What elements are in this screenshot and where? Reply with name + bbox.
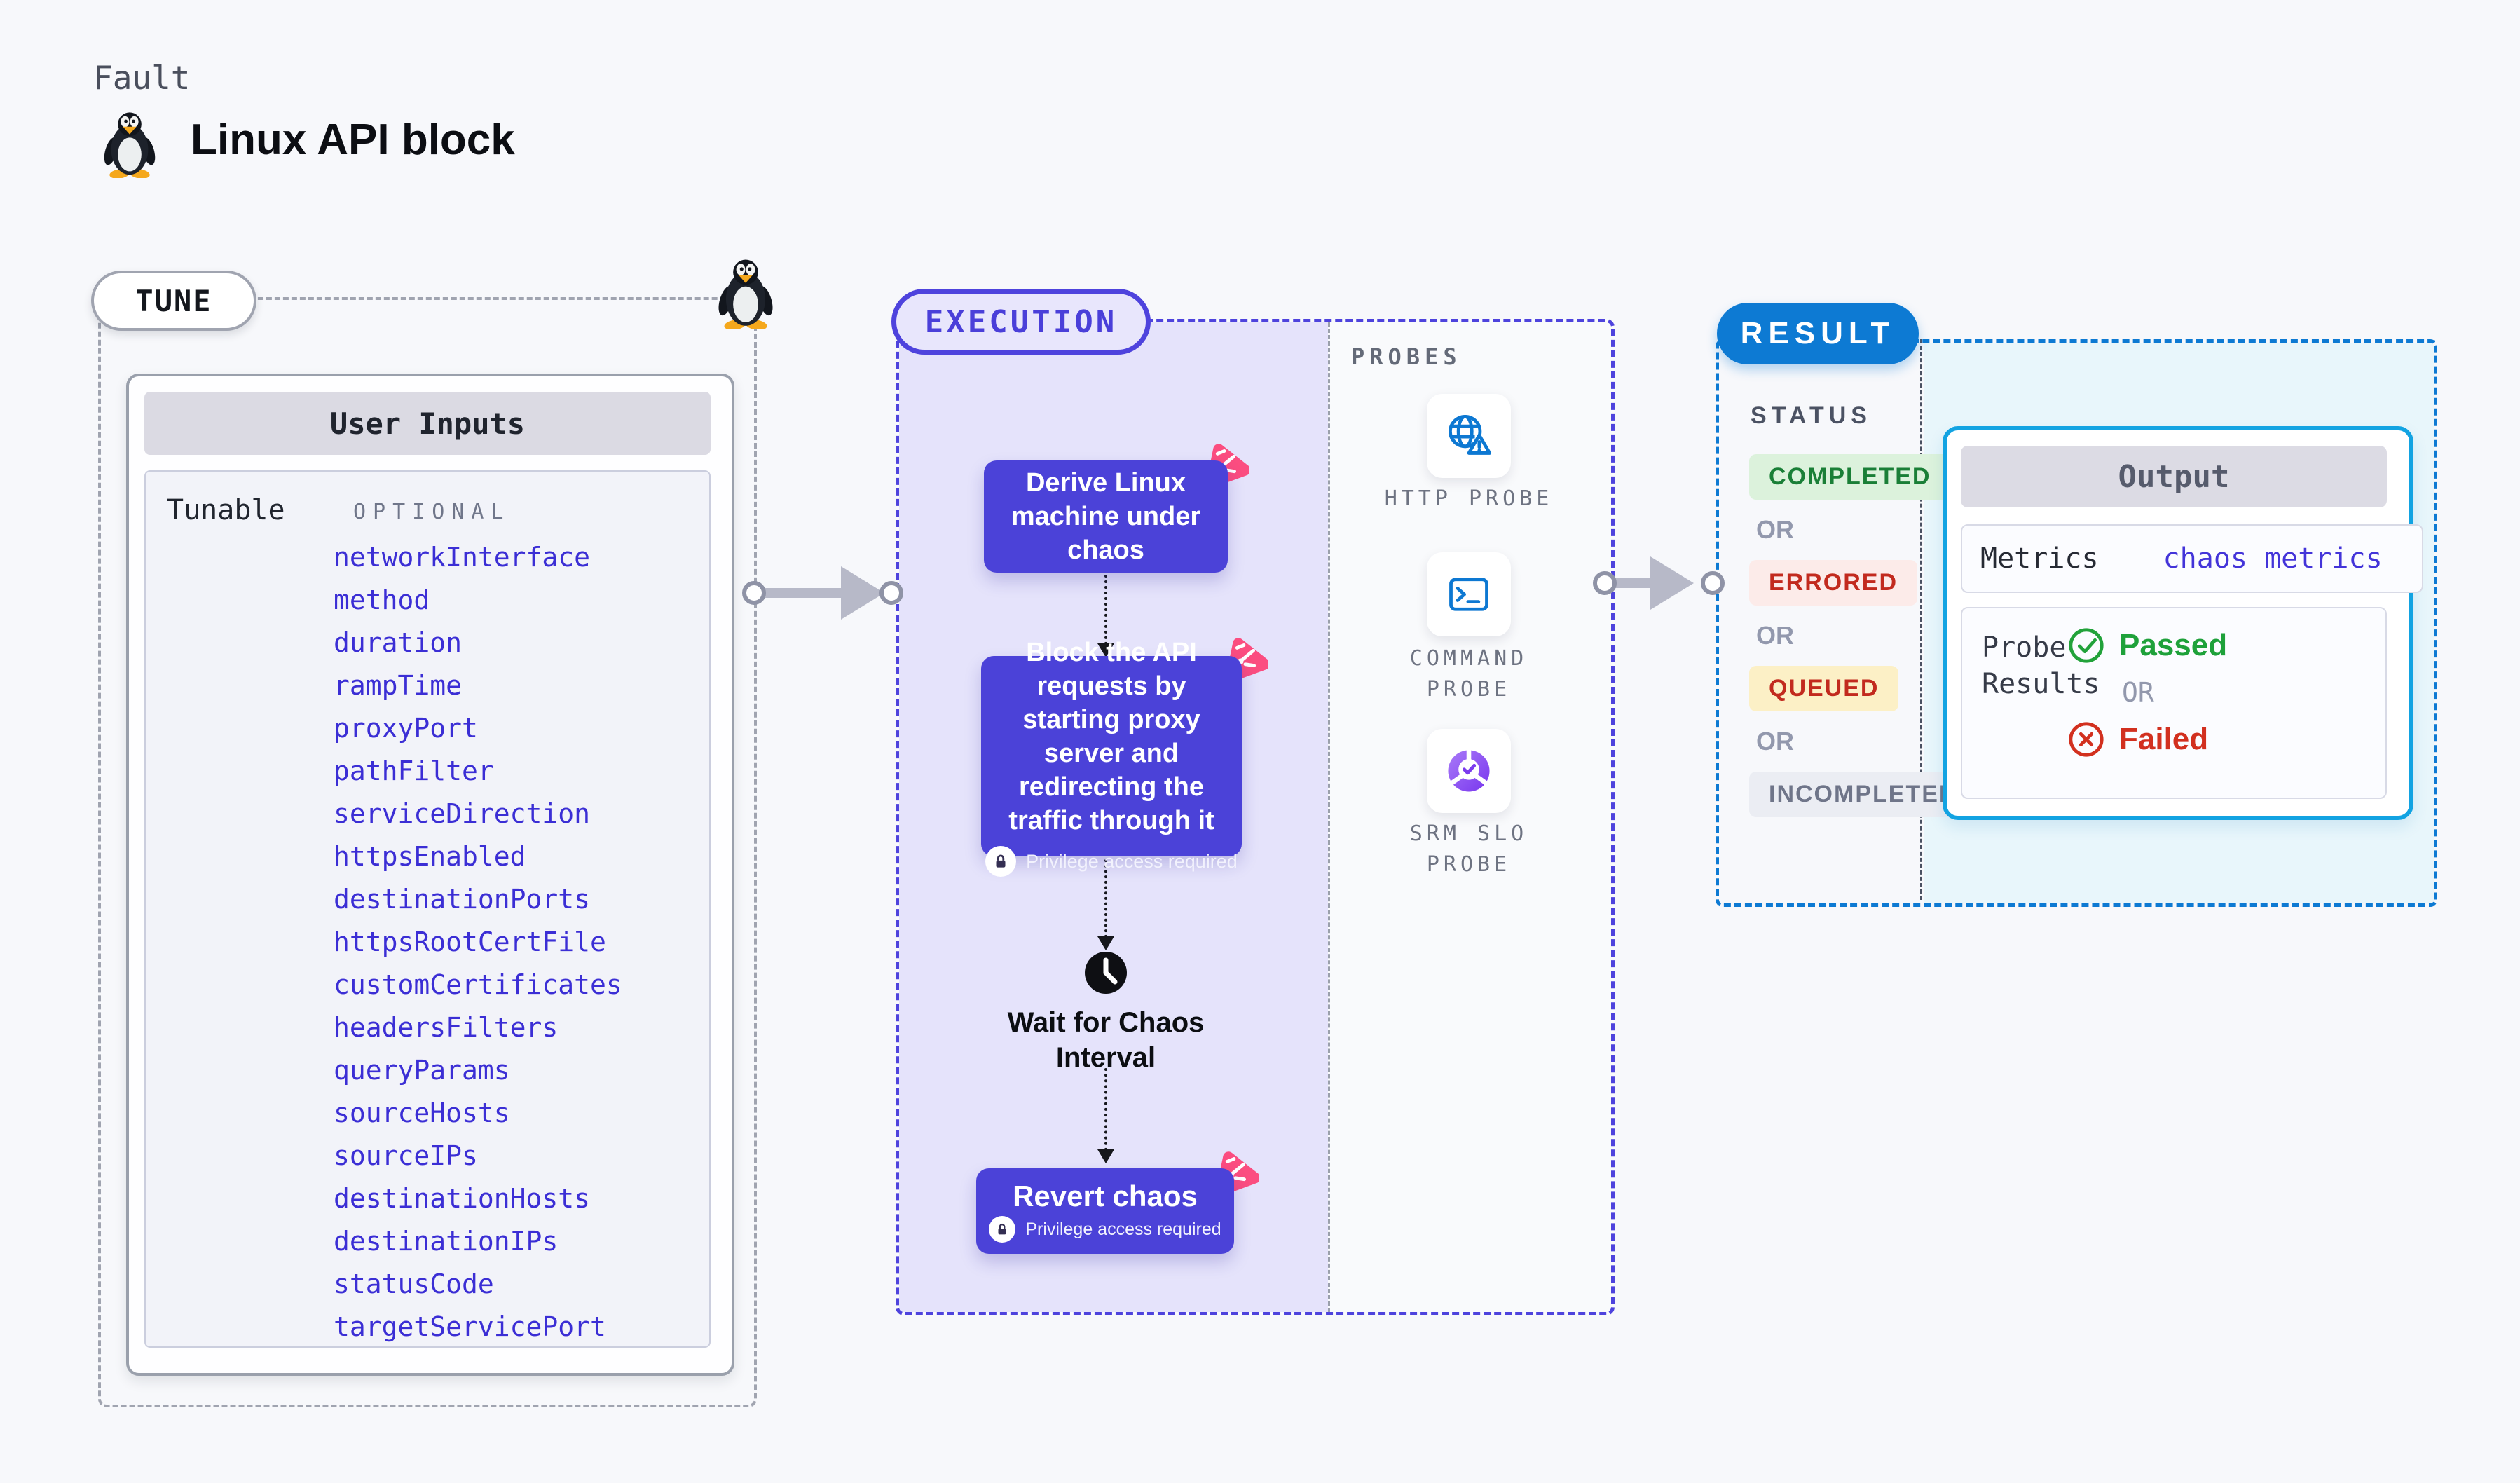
param-item: sourceIPs (334, 1140, 478, 1171)
srm-slo-probe-label: SRM SLO PROBE (1409, 821, 1528, 877)
dotted-connector (1104, 1068, 1107, 1151)
param-item: destinationPorts (334, 884, 591, 915)
step-label: Derive Linux machine under chaos (1011, 468, 1201, 565)
param-item: serviceDirection (334, 798, 591, 829)
status-queued-badge: QUEUED (1749, 666, 1899, 711)
srm-slo-probe-card (1427, 729, 1511, 813)
http-probe-card (1427, 394, 1511, 478)
status-errored-badge: ERRORED (1749, 560, 1918, 606)
command-probe-label: COMMAND PROBE (1409, 646, 1528, 702)
param-item: destinationHosts (334, 1183, 591, 1214)
status-incompleted-badge: INCOMPLETED (1749, 772, 1978, 817)
param-item: customCertificates (334, 969, 622, 1000)
globe-alert-icon (1449, 414, 1492, 455)
probe-results-label: Probe Results (1982, 631, 2100, 700)
fault-kicker: Fault (93, 59, 191, 97)
param-item: rampTime (334, 670, 463, 701)
or-label: OR (1756, 621, 1794, 650)
status-heading: STATUS (1751, 402, 1872, 429)
dotted-connector (1104, 575, 1107, 645)
param-item: httpsEnabled (334, 841, 526, 872)
tune-badge: TUNE (91, 271, 256, 331)
dotted-arrow-icon (1097, 936, 1114, 950)
param-item: networkInterface (334, 542, 591, 573)
dotted-arrow-icon (1097, 643, 1114, 657)
probes-separator (1328, 322, 1330, 1312)
clock-icon (1085, 952, 1127, 994)
param-item: httpsRootCertFile (334, 927, 606, 957)
step-derive-machine-node: Derive Linux machine under chaos (984, 460, 1228, 573)
or-label: OR (1756, 515, 1794, 544)
check-circle-icon (2069, 628, 2104, 663)
failed-label: Failed (2119, 722, 2209, 756)
http-probe-label: HTTP PROBE (1384, 486, 1554, 511)
param-list: networkInterface method duration rampTim… (334, 542, 622, 1342)
probe-results-row: Probe Results Passed OR Failed (1961, 607, 2387, 799)
param-item: pathFilter (334, 756, 494, 786)
param-item: duration (334, 627, 463, 658)
status-completed-badge: COMPLETED (1749, 454, 1951, 500)
privilege-badge: Privilege access required (989, 1216, 1221, 1243)
tune-section-box (98, 297, 757, 1407)
param-item: method (334, 585, 430, 615)
connector-port-icon (742, 581, 766, 605)
param-item: targetServicePort (334, 1311, 606, 1342)
param-item: headersFilters (334, 1012, 559, 1043)
user-inputs-card: User Inputs Tunable OPTIONAL networkInte… (126, 374, 734, 1376)
probes-heading: PROBES (1351, 343, 1462, 370)
dotted-connector (1104, 859, 1107, 938)
metrics-label: Metrics (1980, 542, 2099, 575)
outcome-failed: Failed (2067, 720, 2227, 758)
param-item: sourceHosts (334, 1098, 510, 1128)
metrics-value: chaos metrics (2163, 542, 2383, 575)
status-options: COMPLETED OR ERRORED OR QUEUED OR INCOMP… (1749, 454, 1978, 817)
or-label: OR (1756, 727, 1794, 756)
step-label: Revert chaos (1013, 1180, 1198, 1212)
lock-icon (985, 846, 1017, 877)
output-card: Output Metrics chaos metrics Probe Resul… (1943, 426, 2423, 820)
param-item: destinationIPs (334, 1226, 559, 1257)
connector-port-icon (1593, 571, 1617, 595)
terminal-icon (1449, 578, 1488, 611)
param-item: proxyPort (334, 713, 478, 744)
privilege-badge: Privilege access required (985, 846, 1238, 877)
optional-tag: OPTIONAL (353, 500, 511, 524)
lock-icon (989, 1216, 1016, 1243)
tux-penguin-corner-icon (716, 259, 775, 329)
metrics-row: Metrics chaos metrics (1961, 524, 2423, 593)
wait-for-chaos-label: Wait for Chaos Interval (1007, 1007, 1205, 1073)
tunable-label: Tunable (167, 494, 285, 526)
page-title: Linux API block (191, 116, 515, 164)
passed-label: Passed (2119, 628, 2228, 662)
user-inputs-title: User Inputs (144, 392, 711, 455)
command-probe-card (1427, 552, 1511, 636)
arrow-head-icon (841, 566, 884, 620)
probe-outcomes: Passed OR Failed (2067, 627, 2227, 758)
x-circle-icon (2069, 722, 2104, 757)
privilege-text: Privilege access required (1026, 850, 1238, 872)
or-label: OR (2122, 677, 2154, 708)
tux-penguin-icon (102, 112, 157, 178)
result-badge: RESULT (1717, 303, 1919, 364)
step-label: Block the API requests by starting proxy… (1008, 638, 1214, 835)
arrow-line (1611, 578, 1652, 588)
outcome-passed: Passed (2067, 627, 2227, 664)
output-title: Output (1961, 446, 2387, 507)
execution-badge: EXECUTION (891, 289, 1151, 355)
arrow-head-icon (1650, 556, 1694, 610)
connector-port-icon (879, 581, 903, 605)
slo-donut-icon (1448, 749, 1490, 792)
result-separator (1920, 339, 1922, 900)
privilege-text: Privilege access required (1025, 1219, 1221, 1239)
connector-port-icon (1701, 571, 1725, 595)
params-panel: Tunable OPTIONAL networkInterface method… (144, 470, 711, 1348)
param-item: statusCode (334, 1269, 494, 1299)
arrow-line (760, 588, 843, 598)
step-block-api-node: Block the API requests by starting proxy… (981, 638, 1242, 877)
dotted-arrow-icon (1097, 1149, 1114, 1163)
param-item: queryParams (334, 1055, 510, 1086)
step-revert-chaos-node: Revert chaos Privilege access required (976, 1168, 1234, 1254)
